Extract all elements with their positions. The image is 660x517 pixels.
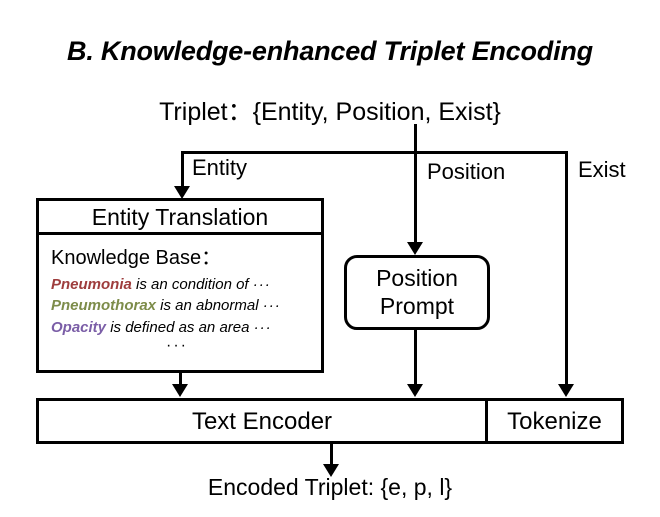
branch-label-exist: Exist <box>578 157 626 182</box>
position-prompt-output-line <box>414 330 417 384</box>
knowledge-base-more-ellipsis: ··· <box>166 336 188 354</box>
entity-translation-box[interactable]: Entity Translation Knowledge Base： Pneum… <box>36 198 324 373</box>
text-encoder-box[interactable]: Text Encoder <box>36 398 488 444</box>
entity-translation-output-arrowhead <box>172 384 188 397</box>
entity-branch-arrowhead <box>174 186 190 199</box>
knowledge-base-heading: Knowledge Base： <box>51 247 222 269</box>
tokenize-label: Tokenize <box>507 408 602 435</box>
triplet-header-text: Triplet：{Entity, Position, Exist} <box>159 98 501 126</box>
branch-label-position: Position <box>427 159 506 184</box>
exist-branch-line <box>565 151 568 384</box>
entity-translation-title: Entity Translation <box>39 201 321 235</box>
kb-ellipsis-pneumothorax: ··· <box>262 297 281 315</box>
kb-term-pneumonia: Pneumonia <box>51 276 132 293</box>
knowledge-base-entry: Pneumonia is an condition of ··· <box>51 274 321 295</box>
position-branch-arrowhead <box>407 242 423 255</box>
kb-text-pneumonia: is an condition of <box>131 276 253 293</box>
position-prompt-output-arrowhead <box>407 384 423 397</box>
knowledge-base-body: Knowledge Base： Pneumonia is an conditio… <box>39 235 321 355</box>
encoder-output-arrowhead <box>323 464 339 477</box>
position-prompt-box[interactable]: Position Prompt <box>344 255 490 330</box>
entity-translation-output-line <box>179 373 182 384</box>
branch-label-entity: Entity <box>192 155 248 180</box>
kb-term-pneumothorax: Pneumothorax <box>51 297 157 315</box>
tokenize-box[interactable]: Tokenize <box>485 398 624 444</box>
position-prompt-line-1: Position <box>376 265 458 292</box>
encoder-output-line <box>330 444 333 466</box>
position-branch-line <box>414 151 417 243</box>
position-prompt-line-2: Prompt <box>379 292 455 319</box>
text-encoder-label: Text Encoder <box>191 408 333 435</box>
triplet-stem-line <box>414 124 417 154</box>
kb-term-opacity: Opacity <box>51 318 107 336</box>
kb-text-pneumothorax: is an abnormal <box>156 297 263 315</box>
kb-ellipsis-pneumonia: ··· <box>252 276 271 293</box>
knowledge-base-entry: Opacity is defined as an area ··· <box>51 317 321 338</box>
kb-text-opacity: is defined as an area <box>106 318 254 336</box>
branch-bus-line <box>181 151 568 154</box>
encoded-triplet-text: Encoded Triplet: {e, p, l} <box>207 474 453 500</box>
panel-title: B. Knowledge-enhanced Triplet Encoding <box>67 36 593 66</box>
kb-ellipsis-opacity: ··· <box>253 318 272 336</box>
entity-branch-line <box>181 151 184 187</box>
exist-branch-arrowhead <box>558 384 574 397</box>
knowledge-base-entry: Pneumothorax is an abnormal ··· <box>51 295 321 316</box>
